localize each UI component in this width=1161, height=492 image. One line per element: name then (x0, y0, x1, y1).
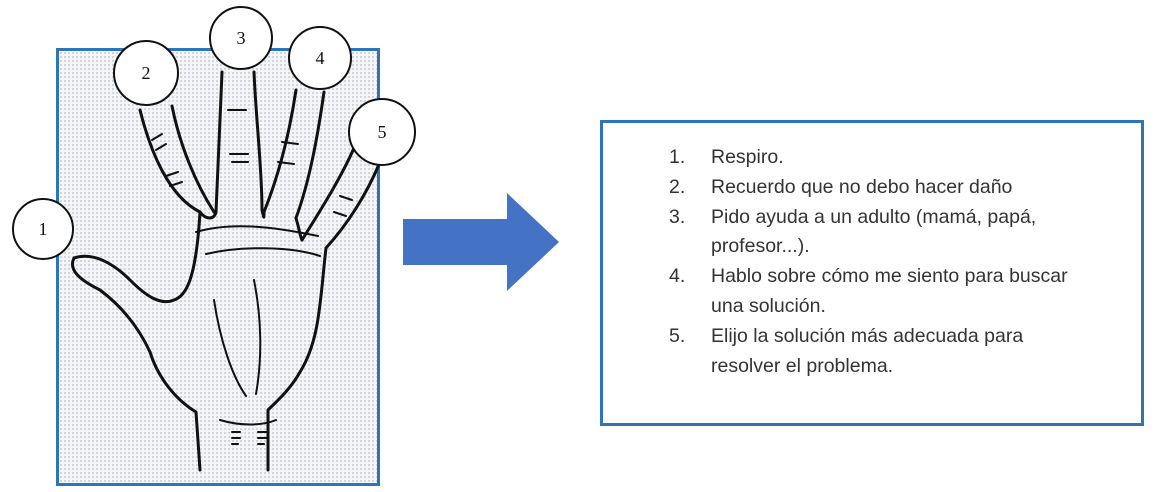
step-number: 4. (669, 265, 686, 288)
step-text: Respiro. (711, 146, 784, 168)
hand-panel (56, 48, 380, 486)
steps-list: 1. Respiro. 2. Recuerdo que no debo hace… (669, 143, 1121, 381)
finger-badge-4: 4 (288, 26, 352, 90)
finger-badge-5: 5 (348, 98, 416, 166)
step-text: Hablo sobre cómo me siento para buscar u… (711, 265, 1068, 317)
step-number: 5. (669, 324, 686, 347)
step-item: 2. Recuerdo que no debo hacer daño (669, 173, 1121, 203)
step-item: 5. Elijo la solución más adecuada para r… (669, 322, 1121, 382)
step-item: 3. Pido ayuda a un adulto (mamá, papá, p… (669, 203, 1121, 263)
step-number: 3. (669, 205, 686, 228)
arrow-right-icon (403, 193, 559, 291)
finger-badge-3: 3 (209, 6, 273, 70)
step-text: Elijo la solución más adecuada para reso… (711, 324, 1024, 377)
step-number: 2. (669, 175, 686, 198)
finger-badge-2: 2 (113, 40, 179, 106)
step-item: 4. Hablo sobre cómo me siento para busca… (669, 262, 1121, 322)
step-text: Recuerdo que no debo hacer daño (711, 175, 1013, 198)
step-item: 1. Respiro. (669, 143, 1121, 173)
step-number: 1. (669, 146, 686, 168)
steps-box: 1. Respiro. 2. Recuerdo que no debo hace… (600, 120, 1144, 426)
step-text: Pido ayuda a un adulto (mamá, papá, prof… (711, 205, 1037, 258)
finger-badge-1: 1 (12, 198, 74, 260)
